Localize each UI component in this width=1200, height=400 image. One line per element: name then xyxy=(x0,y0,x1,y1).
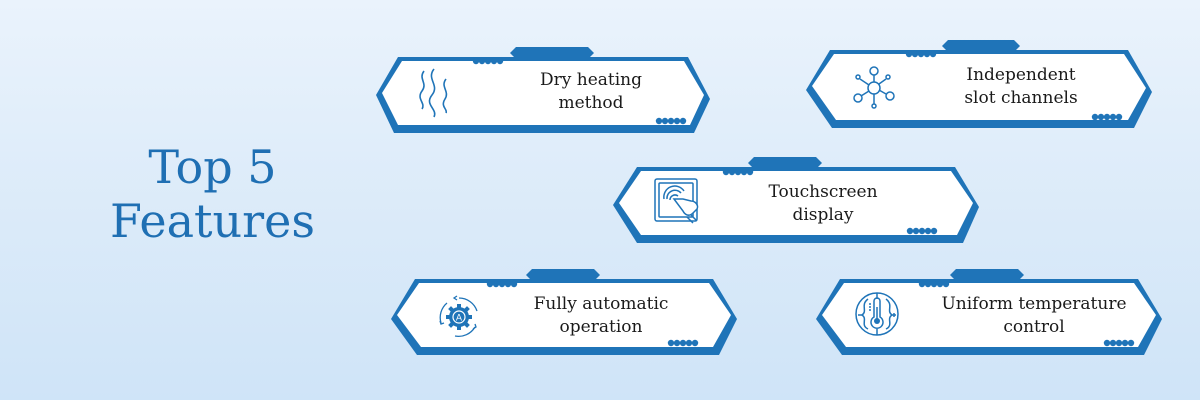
label-line-1: Independent xyxy=(966,65,1076,85)
network-nodes-icon xyxy=(853,66,895,109)
label-line-2: display xyxy=(792,205,854,225)
label-line-1: Touchscreen xyxy=(768,182,878,202)
feature-label: Dry heating method xyxy=(516,69,666,115)
feature-card-automatic: A Fully automatic operation xyxy=(391,269,737,359)
thermometer-icon xyxy=(855,292,899,336)
svg-text:A: A xyxy=(456,314,463,324)
feature-card-independent-slots: Independent slot channels xyxy=(806,40,1152,132)
feature-card-uniform-temperature: Uniform temperature control xyxy=(816,269,1162,359)
label-line-1: Fully automatic xyxy=(533,294,669,314)
label-line-1: Uniform temperature xyxy=(941,294,1127,314)
label-line-2: control xyxy=(1003,317,1065,337)
title-line-2: Features xyxy=(110,194,315,248)
card-frame xyxy=(391,269,737,355)
feature-card-touchscreen: Touchscreen display xyxy=(613,157,979,247)
heat-waves-icon xyxy=(419,68,448,118)
card-frame xyxy=(806,40,1152,128)
auto-gear-icon: A xyxy=(439,295,478,337)
label-line-2: slot channels xyxy=(964,88,1078,108)
page-title: Top 5 Features xyxy=(90,140,335,248)
label-line-2: method xyxy=(558,93,624,113)
card-frame xyxy=(816,269,1162,355)
card-frame xyxy=(376,47,710,133)
feature-label: Touchscreen display xyxy=(748,181,898,227)
label-line-1: Dry heating xyxy=(539,70,642,90)
touchscreen-hand-icon xyxy=(654,178,699,224)
feature-label: Fully automatic operation xyxy=(521,293,681,339)
feature-label: Uniform temperature control xyxy=(934,293,1134,339)
title-line-1: Top 5 xyxy=(148,140,277,194)
card-frame xyxy=(613,157,979,243)
feature-label: Independent slot channels xyxy=(946,64,1096,110)
feature-card-dry-heating: Dry heating method xyxy=(376,47,710,137)
label-line-2: operation xyxy=(559,317,643,337)
